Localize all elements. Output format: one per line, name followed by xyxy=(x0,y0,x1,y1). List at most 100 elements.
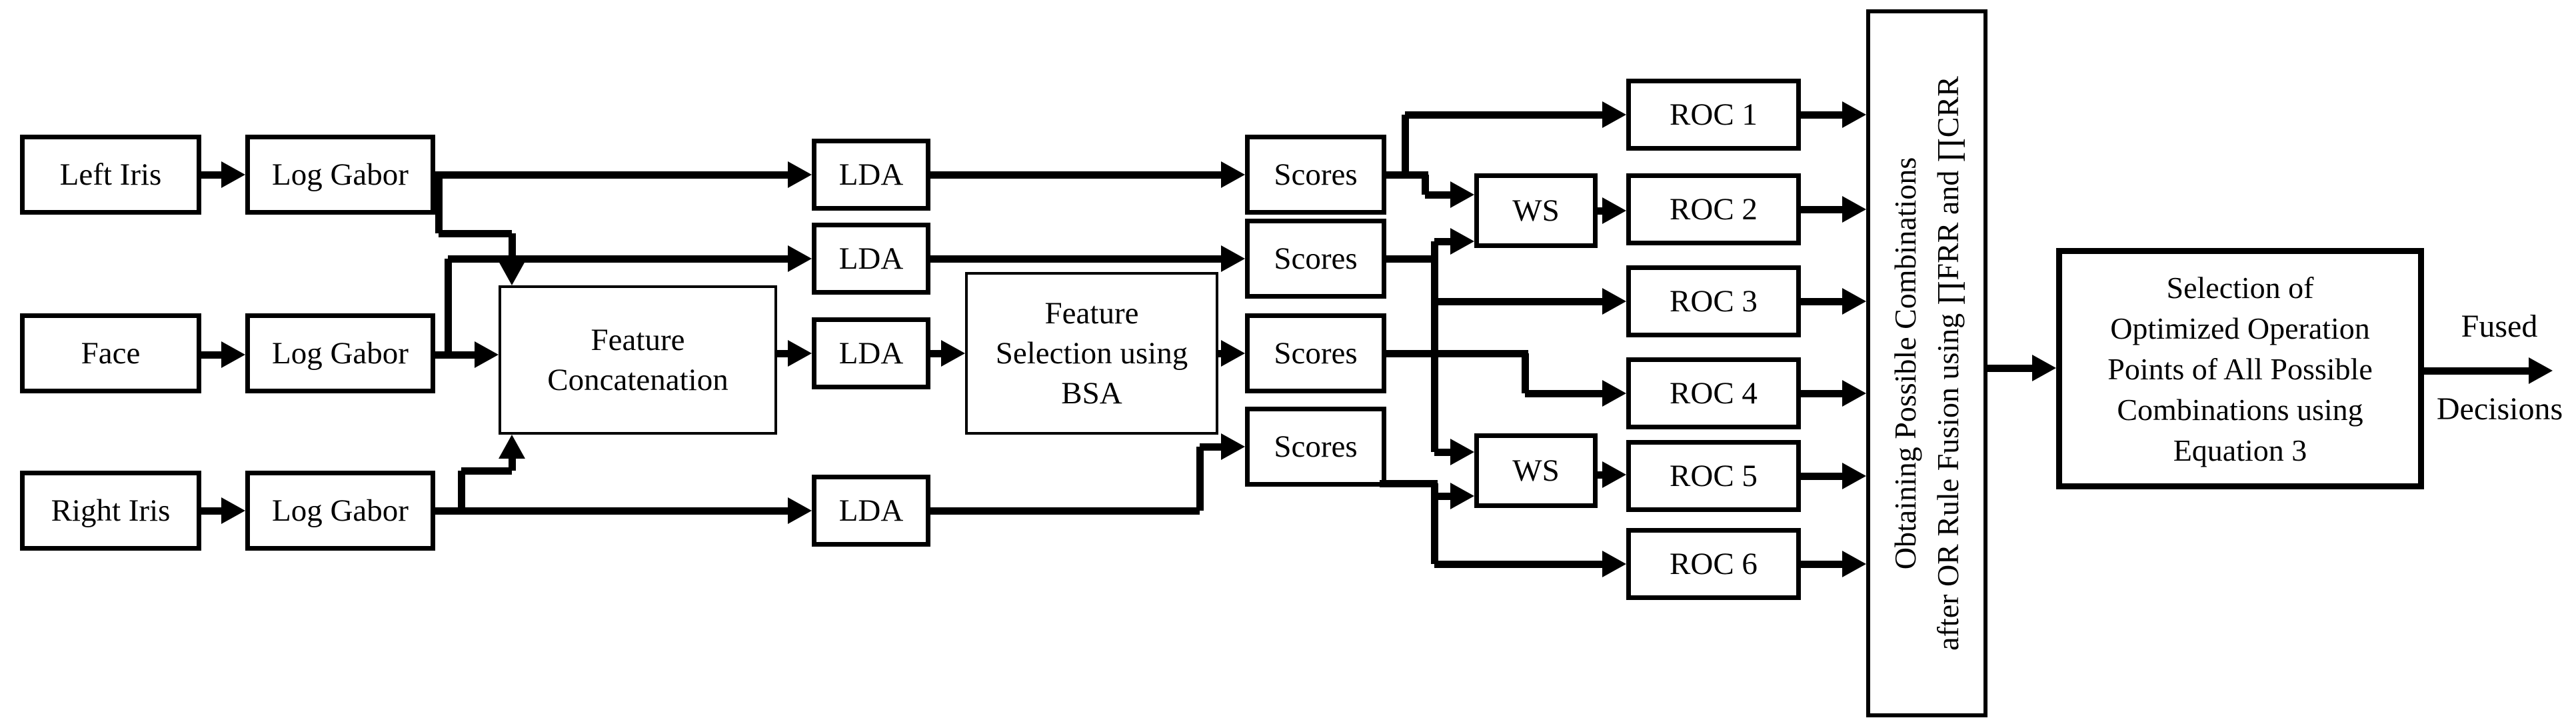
node-scores-right: Scores xyxy=(1245,407,1386,487)
edge-face-branch-lda xyxy=(445,259,452,355)
node-label: Scores xyxy=(1274,241,1358,276)
edge-scores-left-out xyxy=(1386,171,1428,179)
node-roc-1: ROC 1 xyxy=(1626,79,1801,151)
node-or-rule-fusion-combinations: Obtaining Possible Combinations after OR… xyxy=(1866,9,1987,717)
arrowhead xyxy=(788,161,812,188)
arrowhead xyxy=(499,261,525,285)
node-right-iris: Right Iris xyxy=(20,471,201,551)
edge-left-branch-concat xyxy=(435,175,443,233)
edge-scores-concat-roc4 xyxy=(1522,353,1529,393)
node-label: WS xyxy=(1512,193,1560,228)
node-ws-top: WS xyxy=(1474,173,1598,248)
node-lda-face: LDA xyxy=(812,223,930,295)
node-label: WS xyxy=(1512,453,1560,488)
arrowhead xyxy=(1221,433,1245,460)
node-roc-5: ROC 5 xyxy=(1626,440,1801,512)
node-label: LDA xyxy=(838,157,904,192)
edge-roc5-combination xyxy=(1801,473,1846,480)
edge-scores-right-roc6 xyxy=(1434,561,1606,568)
fused-decisions-label-line2: Decisions xyxy=(2436,391,2563,427)
edge-scores-left-roc1 xyxy=(1402,115,1409,175)
node-roc-3: ROC 3 xyxy=(1626,265,1801,337)
node-scores-concat: Scores xyxy=(1245,313,1386,393)
arrowhead xyxy=(1842,463,1866,489)
arrowhead xyxy=(1842,380,1866,407)
node-label: Left Iris xyxy=(59,157,162,192)
edge-selection-fused-decisions xyxy=(2424,367,2529,375)
arrowhead xyxy=(1221,161,1245,188)
node-label: LDA xyxy=(838,241,904,276)
edge-scores-face-ws-bottom xyxy=(1434,449,1454,456)
edge-right-branch-concat xyxy=(509,455,516,471)
edge-lda-right-scores xyxy=(1200,443,1225,451)
node-roc-2: ROC 2 xyxy=(1626,173,1801,245)
arrowhead xyxy=(1602,551,1626,577)
edge-ws-bottom-roc5 xyxy=(1598,471,1606,479)
node-scores-left: Scores xyxy=(1245,135,1386,215)
node-lda-right: LDA xyxy=(812,475,930,547)
node-label: Selection of Optimized Operation Points … xyxy=(2107,270,2373,467)
arrowhead xyxy=(1842,101,1866,128)
node-label: ROC 4 xyxy=(1670,376,1758,411)
node-operation-point-selection: Selection of Optimized Operation Points … xyxy=(2056,248,2424,489)
node-feature-concatenation: Feature Concatenation xyxy=(499,285,777,435)
arrowhead xyxy=(221,497,245,524)
arrowhead xyxy=(2529,357,2553,384)
edge-scores-left-ws xyxy=(1425,191,1454,199)
edge-face-branch-lda xyxy=(448,255,792,263)
edge-left-branch-concat xyxy=(439,230,512,237)
edge-lda-right-scores xyxy=(1196,447,1204,511)
fused-decisions-label-line1: Fused xyxy=(2461,309,2538,344)
arrowhead xyxy=(1221,340,1245,367)
node-label-rotated: Obtaining Possible Combinations after OR… xyxy=(1888,76,1965,651)
edge-scores-face-roc3 xyxy=(1434,298,1606,305)
arrowhead xyxy=(941,340,965,367)
arrowhead xyxy=(1450,439,1474,465)
edge-scores-right-trunk xyxy=(1431,483,1438,564)
arrowhead xyxy=(1842,196,1866,223)
node-log-gabor-right: Log Gabor xyxy=(245,471,435,551)
node-label: LDA xyxy=(838,336,904,371)
edge-scores-concat-out xyxy=(1386,350,1528,357)
edge-face-log-gabor xyxy=(201,351,225,359)
arrowhead xyxy=(1842,551,1866,577)
arrowhead xyxy=(499,435,525,459)
edge-scores-right-out xyxy=(1380,480,1438,487)
node-label: LDA xyxy=(838,493,904,528)
arrowhead xyxy=(788,497,812,524)
edge-right-iris-log-gabor xyxy=(201,507,225,515)
edge-right-branch-concat xyxy=(461,467,512,475)
node-label: Feature Selection using BSA xyxy=(995,296,1188,411)
edge-scores-face-trunk xyxy=(1431,241,1438,452)
edge-right-branch-concat xyxy=(458,471,465,511)
arrowhead xyxy=(1602,197,1626,224)
edge-log-gabor-face-concat xyxy=(435,351,479,359)
node-log-gabor-face: Log Gabor xyxy=(245,313,435,393)
arrowhead xyxy=(1602,380,1626,407)
node-label: Feature Concatenation xyxy=(547,323,728,397)
edge-scores-face-ws-top xyxy=(1434,238,1454,245)
edge-scores-right-ws xyxy=(1434,493,1454,500)
node-label: Scores xyxy=(1274,429,1358,464)
arrowhead xyxy=(1450,181,1474,208)
node-roc-4: ROC 4 xyxy=(1626,357,1801,429)
edge-left-iris-log-gabor xyxy=(201,171,225,179)
node-feature-selection-bsa: Feature Selection using BSA xyxy=(965,272,1218,435)
edge-left-branch-concat xyxy=(509,233,516,265)
edge-scores-concat-roc4 xyxy=(1525,390,1606,397)
edge-lda-left-scores xyxy=(930,171,1225,179)
arrowhead xyxy=(1602,101,1626,128)
arrowhead xyxy=(1450,483,1474,509)
node-label: Log Gabor xyxy=(272,157,409,192)
node-roc-6: ROC 6 xyxy=(1626,528,1801,600)
edge-ws-top-roc2 xyxy=(1598,207,1606,215)
arrowhead xyxy=(221,341,245,368)
edge-scores-left-ws xyxy=(1422,175,1429,195)
arrowhead xyxy=(475,341,499,368)
edge-roc2-combination xyxy=(1801,206,1846,213)
node-ws-bottom: WS xyxy=(1474,433,1598,508)
node-label: ROC 1 xyxy=(1670,97,1758,132)
arrowhead xyxy=(788,340,812,367)
edge-roc1-combination xyxy=(1801,111,1846,119)
